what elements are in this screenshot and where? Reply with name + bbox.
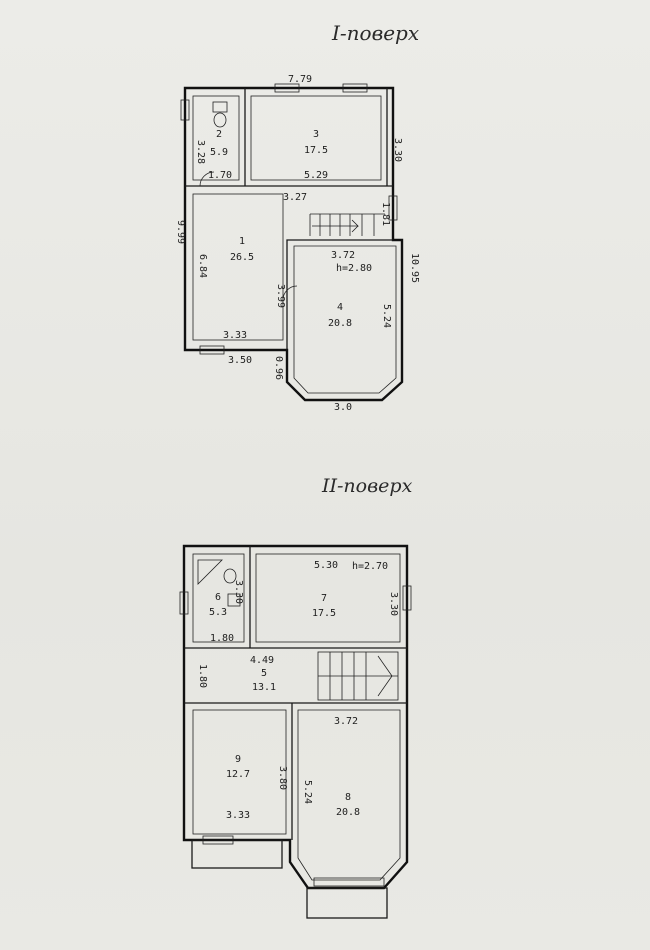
floor-2-windows (179, 585, 412, 887)
room-area: 5.9 (210, 147, 228, 158)
room-area: 12.7 (226, 769, 250, 780)
svg-text:3.50: 3.50 (228, 355, 252, 366)
floor-2-plan: II-поверх (179, 475, 413, 919)
svg-text:3.33: 3.33 (223, 330, 247, 341)
floor-1-staircase (309, 213, 385, 236)
svg-text:3.99: 3.99 (275, 284, 286, 308)
svg-text:3.80: 3.80 (277, 766, 288, 790)
room-number: 5 (261, 668, 267, 679)
svg-text:3.72: 3.72 (331, 250, 355, 261)
room-area: 20.8 (328, 318, 352, 329)
floor-2-staircase (317, 651, 399, 701)
svg-text:1.80: 1.80 (210, 633, 234, 644)
svg-text:3.72: 3.72 (334, 716, 358, 727)
toilet-icon (223, 568, 237, 584)
room-area: 13.1 (252, 682, 276, 693)
room-number: 8 (345, 792, 351, 803)
floor-1-windows (180, 83, 398, 355)
room-number: 7 (321, 593, 327, 604)
svg-text:6.84: 6.84 (197, 254, 208, 278)
floor-2-room7-inner (255, 553, 401, 643)
room-area: 20.8 (336, 807, 360, 818)
shower-icon (197, 559, 223, 585)
floor-1-plan: I-поверх (175, 21, 420, 413)
room-number: 2 (216, 129, 222, 140)
svg-text:3.30: 3.30 (388, 592, 399, 616)
floor-2-room6-inner (192, 553, 245, 643)
toilet-icon (212, 101, 228, 113)
svg-text:3.33: 3.33 (226, 810, 250, 821)
svg-text:7.79: 7.79 (288, 74, 312, 85)
floor-1-room1-inner (192, 193, 284, 341)
floor-2-room9-inner (192, 709, 287, 835)
svg-text:h=2.80: h=2.80 (336, 263, 372, 274)
door-icon (282, 285, 298, 301)
floor-1-room3-inner (250, 95, 382, 181)
floor-1-title: I-поверх (331, 21, 419, 45)
floor-1-room4-inner (293, 245, 397, 394)
svg-text:1.70: 1.70 (208, 170, 232, 181)
svg-text:10.95: 10.95 (409, 253, 420, 283)
svg-text:5.24: 5.24 (381, 304, 392, 328)
svg-text:3.28: 3.28 (195, 140, 206, 164)
room-number: 6 (215, 592, 221, 603)
room-number: 3 (313, 129, 319, 140)
svg-text:1.80: 1.80 (197, 664, 208, 688)
floor-2-balcony (306, 887, 388, 919)
svg-text:1.81: 1.81 (380, 202, 391, 226)
room-area: 5.3 (209, 607, 227, 618)
room-number: 1 (239, 236, 245, 247)
floor-2-title: II-поверх (321, 475, 413, 497)
room-number: 9 (235, 754, 241, 765)
door-icon (199, 171, 215, 187)
room-number: 4 (337, 302, 343, 313)
svg-text:5.30: 5.30 (314, 560, 338, 571)
svg-text:3.30: 3.30 (392, 138, 403, 162)
floor-1-room2-inner (192, 95, 240, 181)
svg-text:3.27: 3.27 (283, 192, 307, 203)
floor-1-room4-wall (286, 239, 393, 350)
floor-1-dimensions: 7.79 9.99 3.28 3.30 10.95 1.70 5.29 3.27… (175, 74, 420, 413)
svg-text:3.0: 3.0 (334, 402, 352, 413)
floor-2-room8-inner (297, 709, 401, 881)
toilet-icon (213, 112, 227, 128)
svg-text:5.24: 5.24 (302, 780, 313, 804)
floor-1-outer-wall (183, 86, 404, 402)
svg-text:5.29: 5.29 (304, 170, 328, 181)
svg-text:3.30: 3.30 (233, 580, 244, 604)
svg-text:0.96: 0.96 (273, 356, 284, 380)
room-area: 26.5 (230, 252, 254, 263)
svg-text:h=2.70: h=2.70 (352, 561, 388, 572)
sink-icon (227, 593, 241, 607)
svg-text:9.99: 9.99 (175, 220, 186, 244)
floor-2-balcony (191, 839, 283, 869)
room-area: 17.5 (304, 145, 328, 156)
floor-2-dimensions: 5.30 h=2.70 3.30 3.30 1.80 4.49 1.80 3.7… (197, 560, 399, 821)
room-area: 17.5 (312, 608, 336, 619)
svg-text:4.49: 4.49 (250, 655, 274, 666)
